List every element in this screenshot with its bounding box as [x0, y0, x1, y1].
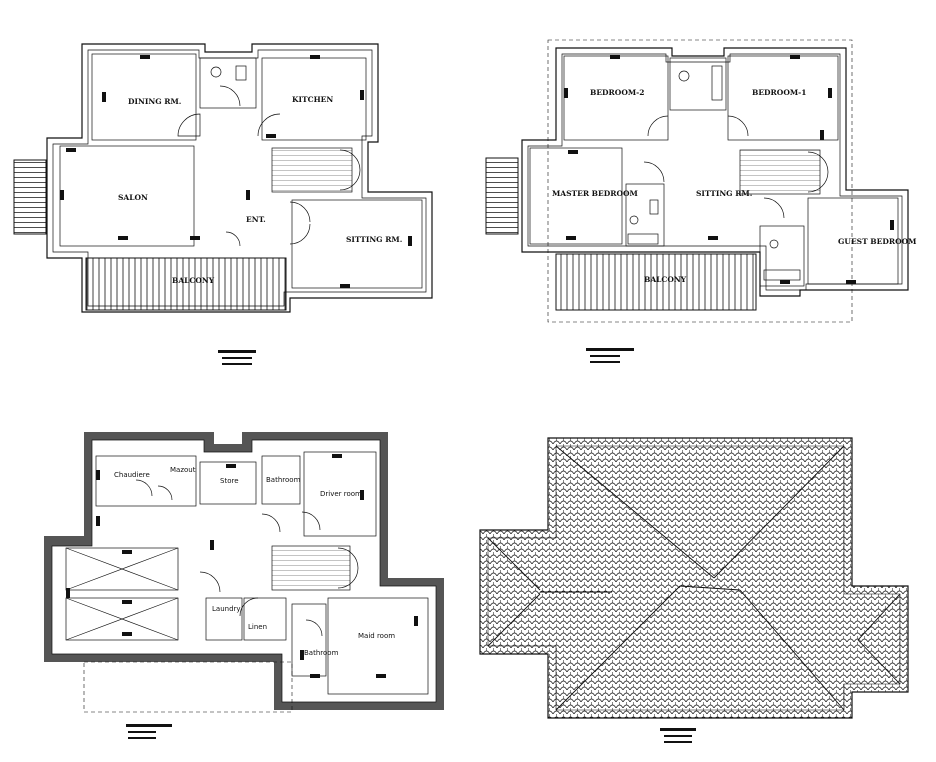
- room-label: GUEST BEDROOM: [838, 237, 916, 246]
- room-label: Linen: [248, 623, 267, 631]
- room-label: SITTING RM.: [696, 189, 752, 198]
- room-label: Chaudiere: [114, 471, 150, 479]
- room-label: Driver room: [320, 490, 362, 498]
- plan-title-mark: [660, 728, 696, 743]
- plan-title-mark: [586, 348, 634, 363]
- room-label: MASTER BEDROOM: [552, 189, 638, 198]
- room-label: BEDROOM-1: [752, 88, 807, 97]
- plan-title-mark: [218, 350, 256, 365]
- room-label: Store: [220, 477, 239, 485]
- room-label: SALON: [118, 193, 148, 202]
- room-label: SITTING RM.: [346, 235, 402, 244]
- plan-title-mark: [126, 724, 172, 739]
- room-label: Bathroom: [266, 476, 301, 484]
- room-label: BALCONY: [644, 275, 687, 284]
- roof-plan: [479, 437, 909, 743]
- room-label: ENT.: [246, 215, 266, 224]
- room-label: Maid room: [358, 632, 395, 640]
- room-label: BEDROOM-2: [590, 88, 645, 97]
- room-label: Bathroom: [304, 649, 339, 657]
- room-label: Mazout: [170, 466, 196, 474]
- room-label: Laundry: [212, 605, 241, 613]
- room-label: BALCONY: [172, 276, 215, 285]
- room-label: KITCHEN: [292, 95, 333, 104]
- first-floor-plan: BEDROOM-2 BEDROOM-1 MASTER BEDROOM SITTI…: [485, 39, 916, 363]
- room-label: DINING RM.: [128, 97, 181, 106]
- ground-floor-plan: DINING RM. KITCHEN SALON ENT. SITTING RM…: [13, 43, 433, 365]
- basement-plan: Chaudiere Mazout Store Bathroom Driver r…: [44, 432, 444, 739]
